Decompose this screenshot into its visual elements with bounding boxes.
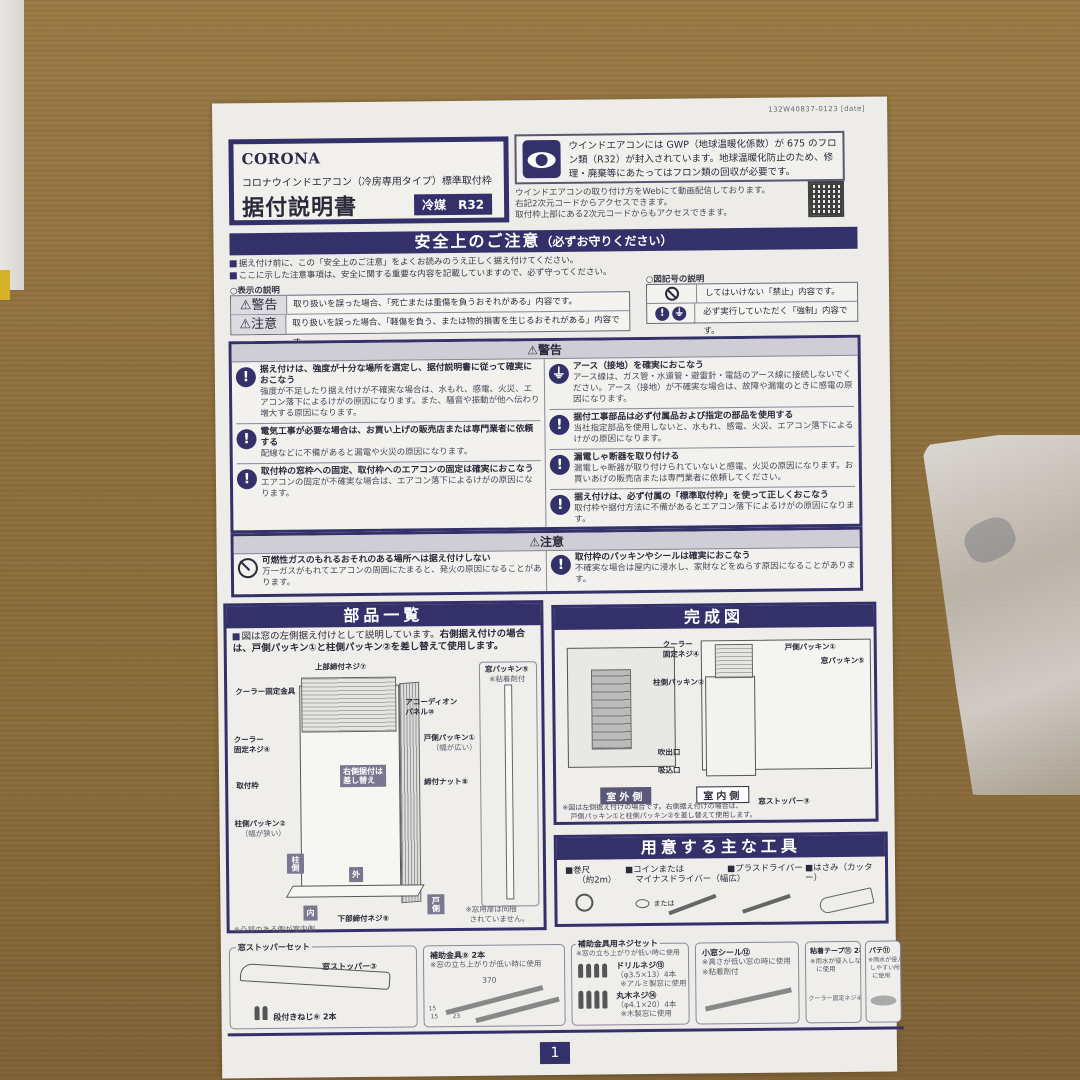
mandatory-icon: ! xyxy=(236,469,258,490)
safety-intro: 据え付け前に、この「安全上のご注意」をよくお読みのうえ正しく据え付けてください。… xyxy=(229,254,612,282)
caution-item: ! 取付枠のパッキンやシールは確実におこなう不確実な場合は屋内に浸水し、家財など… xyxy=(547,548,860,591)
product-subtitle: コロナウインドエアコン（冷房専用タイプ）標準取付枠 xyxy=(241,175,492,190)
phillips-screwdriver-icon xyxy=(742,893,791,914)
page-number: 1 xyxy=(539,1041,571,1065)
prohibit-icon xyxy=(664,286,679,301)
parts-list-section: 部品一覧 図は窓の左側据え付けとして説明しています。右側据え付けの場合は、戸側パ… xyxy=(223,600,547,934)
flathead-screwdriver-icon xyxy=(668,893,717,916)
warning-item: ! 漏電しゃ断器を取り付ける漏電しゃ断器が取り付けられていないと感電、火災の原因… xyxy=(549,446,856,491)
brand-logo: CORONA xyxy=(241,149,321,169)
warning-block: ⚠警告 ! 据え付けは、強度が十分な場所を選定し、据付説明書に従って確実におこな… xyxy=(228,334,863,534)
yellow-object-edge xyxy=(0,270,10,300)
putty-icon xyxy=(870,995,897,1006)
prohibit-icon xyxy=(237,558,258,579)
accordion-panel-drawing xyxy=(301,676,397,733)
pillar-side-arrow: 柱側 xyxy=(286,853,305,874)
warning-item: ! 据付工事部品は必ず付属品および指定の部品を使用する当社指定部品を使用しないと… xyxy=(549,406,855,451)
outdoor-side-tag: 室外側 xyxy=(600,786,652,805)
mandatory-icon: ! xyxy=(655,306,670,321)
document-code: 132W40837-0123 [date] xyxy=(768,104,866,114)
accessory-adhesive-tape: 粘着テープ⑪ 2枚 ※雨水が侵入しないよう に使用 クーラー固定ネジ④ 1個 xyxy=(804,940,862,1024)
caution-item: 可燃性ガスのもれるおそれのある場所へは据え付けしない万一ガスがもれてエアコンの周… xyxy=(233,551,548,595)
air-conditioner-drawing xyxy=(705,675,757,777)
accessories-row: 窓ストッパーセット 窓ストッパー③ 段付きねじ⑥ 2本 補助金具⑨ 2本 ※窓の… xyxy=(226,934,904,1037)
bullet-square-icon xyxy=(229,272,237,280)
mandatory-icon: ! xyxy=(549,414,570,436)
manual-title: 据付説明書 xyxy=(241,195,358,222)
tools-section: 用意する主な工具 ■巻尺（約2m） ■コインまたはマイナスドライバー（幅広） ■… xyxy=(553,831,889,927)
freon-eye-globe-icon xyxy=(522,139,561,179)
coin-icon xyxy=(635,898,650,909)
tool-phillips: ■プラスドライバー xyxy=(727,863,803,875)
display-legend-table: ⚠警告 取り扱いを誤った場合、「死亡または重傷を負うおそれがある」内容です。 ⚠… xyxy=(230,291,631,348)
accessory-small-window-seal: 小窓シール⑫ ※高さが低い窓の時に使用 ※粘着剤付 xyxy=(694,941,800,1025)
symbol-legend-table: してはいけない「禁止」内容です。 ! ⏚ 必ず実行していただく「強制」内容です。 xyxy=(645,281,859,336)
scissors-icon xyxy=(818,887,875,915)
legend-row-caution: ⚠注意 取り扱いを誤った場合、「軽傷を負う、または物的損害を生じるおそれがある」… xyxy=(231,311,629,348)
title-block: CORONA コロナウインドエアコン（冷房専用タイプ）標準取付枠 据付説明書 冷… xyxy=(228,136,510,226)
mandatory-icon: ! xyxy=(550,554,571,576)
outside-arrow: 外 xyxy=(349,866,364,883)
accessory-screw-set: 補助金具用ネジセット ※窓の立ち上がりが低い時に使用 ドリルネジ⑬ （φ3.5×… xyxy=(570,937,690,1026)
drill-screw-icons xyxy=(578,962,610,981)
door-side-arrow: 戸側 xyxy=(427,894,445,915)
bracket-drawing xyxy=(445,985,544,1016)
mandatory-icon: ! xyxy=(549,454,570,476)
completed-diagram-section: 完成図 クーラー 固定ネジ④ 戸側パッキン① 窓パッキン⑤ 柱側パッキン② 吹出… xyxy=(551,601,879,825)
warning-item: ! 電気工事が必要な場合は、お買い上げの販売店または専門業者に依頼する配線などに… xyxy=(236,421,541,465)
caution-block: ⚠注意 可燃性ガスのもれるおそれのある場所へは据え付けしない万一ガスがもれてエア… xyxy=(230,526,864,598)
gwp-notice-text: ウインドエアコンには GWP（地球温暖化係数）が 675 のフロン類（R32）が… xyxy=(568,137,837,180)
tape-measure-icon xyxy=(575,893,594,912)
tool-tape-measure: ■巻尺（約2m） xyxy=(565,865,617,886)
web-video-notice: ウインドエアコンの取り付け方をWebにて動画配信しております。 右記2次元コード… xyxy=(514,185,771,221)
mandatory-icon: ! xyxy=(236,429,257,450)
indoor-side-tag: 室内側 xyxy=(696,785,750,804)
accessory-window-stopper-set: 窓ストッパーセット 窓ストッパー③ 段付きねじ⑥ 2本 xyxy=(228,941,418,1030)
mandatory-icon: ! xyxy=(235,367,256,388)
safety-section-header: 安全上のご注意（必ずお守りください） xyxy=(229,226,858,256)
seal-strip-drawing xyxy=(704,987,792,1012)
accessory-putty: パテ⑪ ※雨水が侵入 しやすい所 に使用 xyxy=(864,940,902,1023)
earth-icon: ⏚ xyxy=(548,363,569,385)
bullet-square-icon xyxy=(229,260,237,268)
gwp-notice: ウインドエアコンには GWP（地球温暖化係数）が 675 のフロン類（R32）が… xyxy=(514,130,845,185)
completed-diagram-header: 完成図 xyxy=(554,604,874,630)
tools-header: 用意する主な工具 xyxy=(556,834,885,860)
window-packing-box xyxy=(478,661,540,907)
wood-screw-icons xyxy=(578,990,610,1012)
swap-note-tag: 右側据付は差し替え xyxy=(339,764,387,788)
warning-item: ! 取付枠の窓枠への固定、取付枠へのエアコンの固定は確実におこなうエアコンの固定… xyxy=(236,461,541,503)
installation-manual-page: 132W40837-0123 [date] CORONA コロナウインドエアコン… xyxy=(212,96,904,1079)
warning-item: ! 据え付けは、必ず付属の「標準取付枠」を使って正しくおこなう取付枠や据付方法に… xyxy=(550,487,855,529)
accessory-support-bracket: 補助金具⑨ 2本 ※窓の立ち上がりが低い時に使用 370 15 15 23 xyxy=(422,943,566,1028)
inside-arrow: 内 xyxy=(303,905,318,921)
refrigerant-badge: 冷媒 R32 xyxy=(413,193,493,216)
frame-bottom-drawing xyxy=(285,884,425,898)
warning-item: ! 据え付けは、強度が十分な場所を選定し、据付説明書に従って確実におこなう強度が… xyxy=(235,359,541,425)
completed-diagram-note: ※図は左側据え付けの場合です。右側据え付けの場合は、 戸側パッキン①と柱側パッキ… xyxy=(562,802,757,821)
white-object-edge xyxy=(0,0,24,290)
earth-icon: ⏚ xyxy=(672,306,687,321)
mandatory-icon: ! xyxy=(550,494,571,516)
parts-note: 図は窓の左側据え付けとして説明しています。右側据え付けの場合は、戸側パッキン①と… xyxy=(232,628,526,655)
warning-item: ⏚ アース（接地）を確実におこなうアース線は、ガス管・水道管・避雷針・電話のアー… xyxy=(548,355,855,411)
qr-code[interactable] xyxy=(807,180,845,218)
tool-scissors: ■はさみ（カッター） xyxy=(805,862,873,884)
